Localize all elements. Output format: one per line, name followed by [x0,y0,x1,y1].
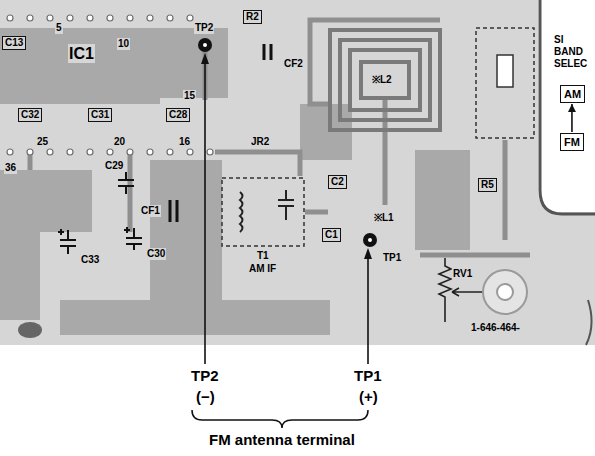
pin-number: 36 [4,162,17,174]
part-name: C1 [325,229,338,241]
pad-row [7,149,213,155]
pin-number: 10 [117,38,130,50]
copper-area [0,170,92,320]
part-name: ※L2 [371,74,393,86]
part-name: IC1 [68,44,95,63]
leader-arrowhead [364,248,372,259]
caption-label: FM antenna terminal [208,431,356,449]
component-label-box: C28 [166,108,190,122]
polarity-mark: (+) [358,388,379,406]
part-name: C33 [80,254,100,266]
coil-turn [340,40,430,120]
board-edge [540,0,595,214]
board-edge [586,300,592,345]
trace [215,152,300,176]
copper-pour [0,28,470,335]
pin-number: 15 [183,90,196,102]
trace [128,152,133,232]
capacitor-symbol [170,200,177,222]
callout-label: TP1 [353,367,383,385]
ic-pads [7,15,213,155]
test-point [363,233,377,247]
part-name: R5 [481,179,494,191]
transformer-outline [222,178,304,246]
trace [420,253,530,258]
part-name: C30 [146,248,166,260]
pin-number: 16 [178,136,191,148]
part-name: C13 [5,37,23,49]
component-label-box: C32 [18,108,42,122]
switch-position-box: AM [560,85,585,103]
trace [383,98,388,205]
coil-turn [350,50,420,110]
test-point-hole [203,43,207,47]
coil-turn [330,30,440,130]
component-label-box: R5 [478,178,497,192]
component-label-box: C1 [322,228,341,242]
copper-area [60,300,330,335]
test-point [198,38,212,52]
part-name: C32 [21,109,39,121]
leader-line [367,257,369,364]
part-name: JR2 [250,136,270,148]
copper-area [0,28,228,104]
wiper-arrow [452,288,483,296]
board-number: 1-646-464- [470,322,521,334]
capacitor-symbol [278,190,294,220]
part-name: T1 [256,250,270,262]
part-name: CF1 [140,205,161,217]
copper-area [150,160,222,300]
capacitor-symbol [264,44,271,60]
test-point-hole [368,238,372,242]
resistor-symbol [439,258,451,322]
test-point-name: TP2 [194,22,214,34]
mounting-hole [18,322,42,338]
trace [503,140,508,240]
polarity-mark: (−) [195,388,216,406]
coil-turn [361,62,409,98]
board [0,0,595,345]
coil-symbol [240,192,243,232]
traces [30,0,595,345]
coil-l2 [330,30,440,130]
component-label-box: R2 [243,10,262,24]
potentiometer-shaft [497,284,513,300]
part-name: CF2 [283,58,304,70]
component-label-box: C31 [88,108,112,122]
capacitor-symbol [58,229,76,254]
pin-number: 5 [55,22,63,34]
switch-outline [476,28,534,138]
potentiometer-body [483,270,527,314]
part-name: AM [564,87,581,101]
part-name: C2 [331,176,344,188]
pin-number: 25 [36,136,49,148]
component-label-box: C2 [328,175,347,189]
pad-row [7,15,193,21]
part-name: RV1 [452,268,473,280]
part-name: C31 [91,109,109,121]
switch-symbol [497,55,513,87]
leader-line [204,62,206,364]
capacitor-symbol [124,227,142,250]
pin-number: 20 [113,136,126,148]
part-name: FM [564,135,580,149]
switch-name: SI BAND SELEC [553,34,595,70]
part-name: R2 [246,11,259,23]
copper-area [415,150,470,250]
grouping-brace [192,410,368,428]
part-name: C29 [104,160,124,172]
component-label-box: C13 [2,36,26,50]
part-name: C28 [169,109,187,121]
part-name: AM IF [248,263,277,275]
trace [305,210,328,215]
capacitor-symbol [118,172,134,194]
leader-arrowhead [201,53,209,64]
switch-position-box: FM [560,133,584,151]
part-name: ※L1 [373,212,395,224]
test-point-name: TP1 [382,252,402,264]
selector-arrow [571,104,573,132]
callout-label: TP2 [190,367,220,385]
